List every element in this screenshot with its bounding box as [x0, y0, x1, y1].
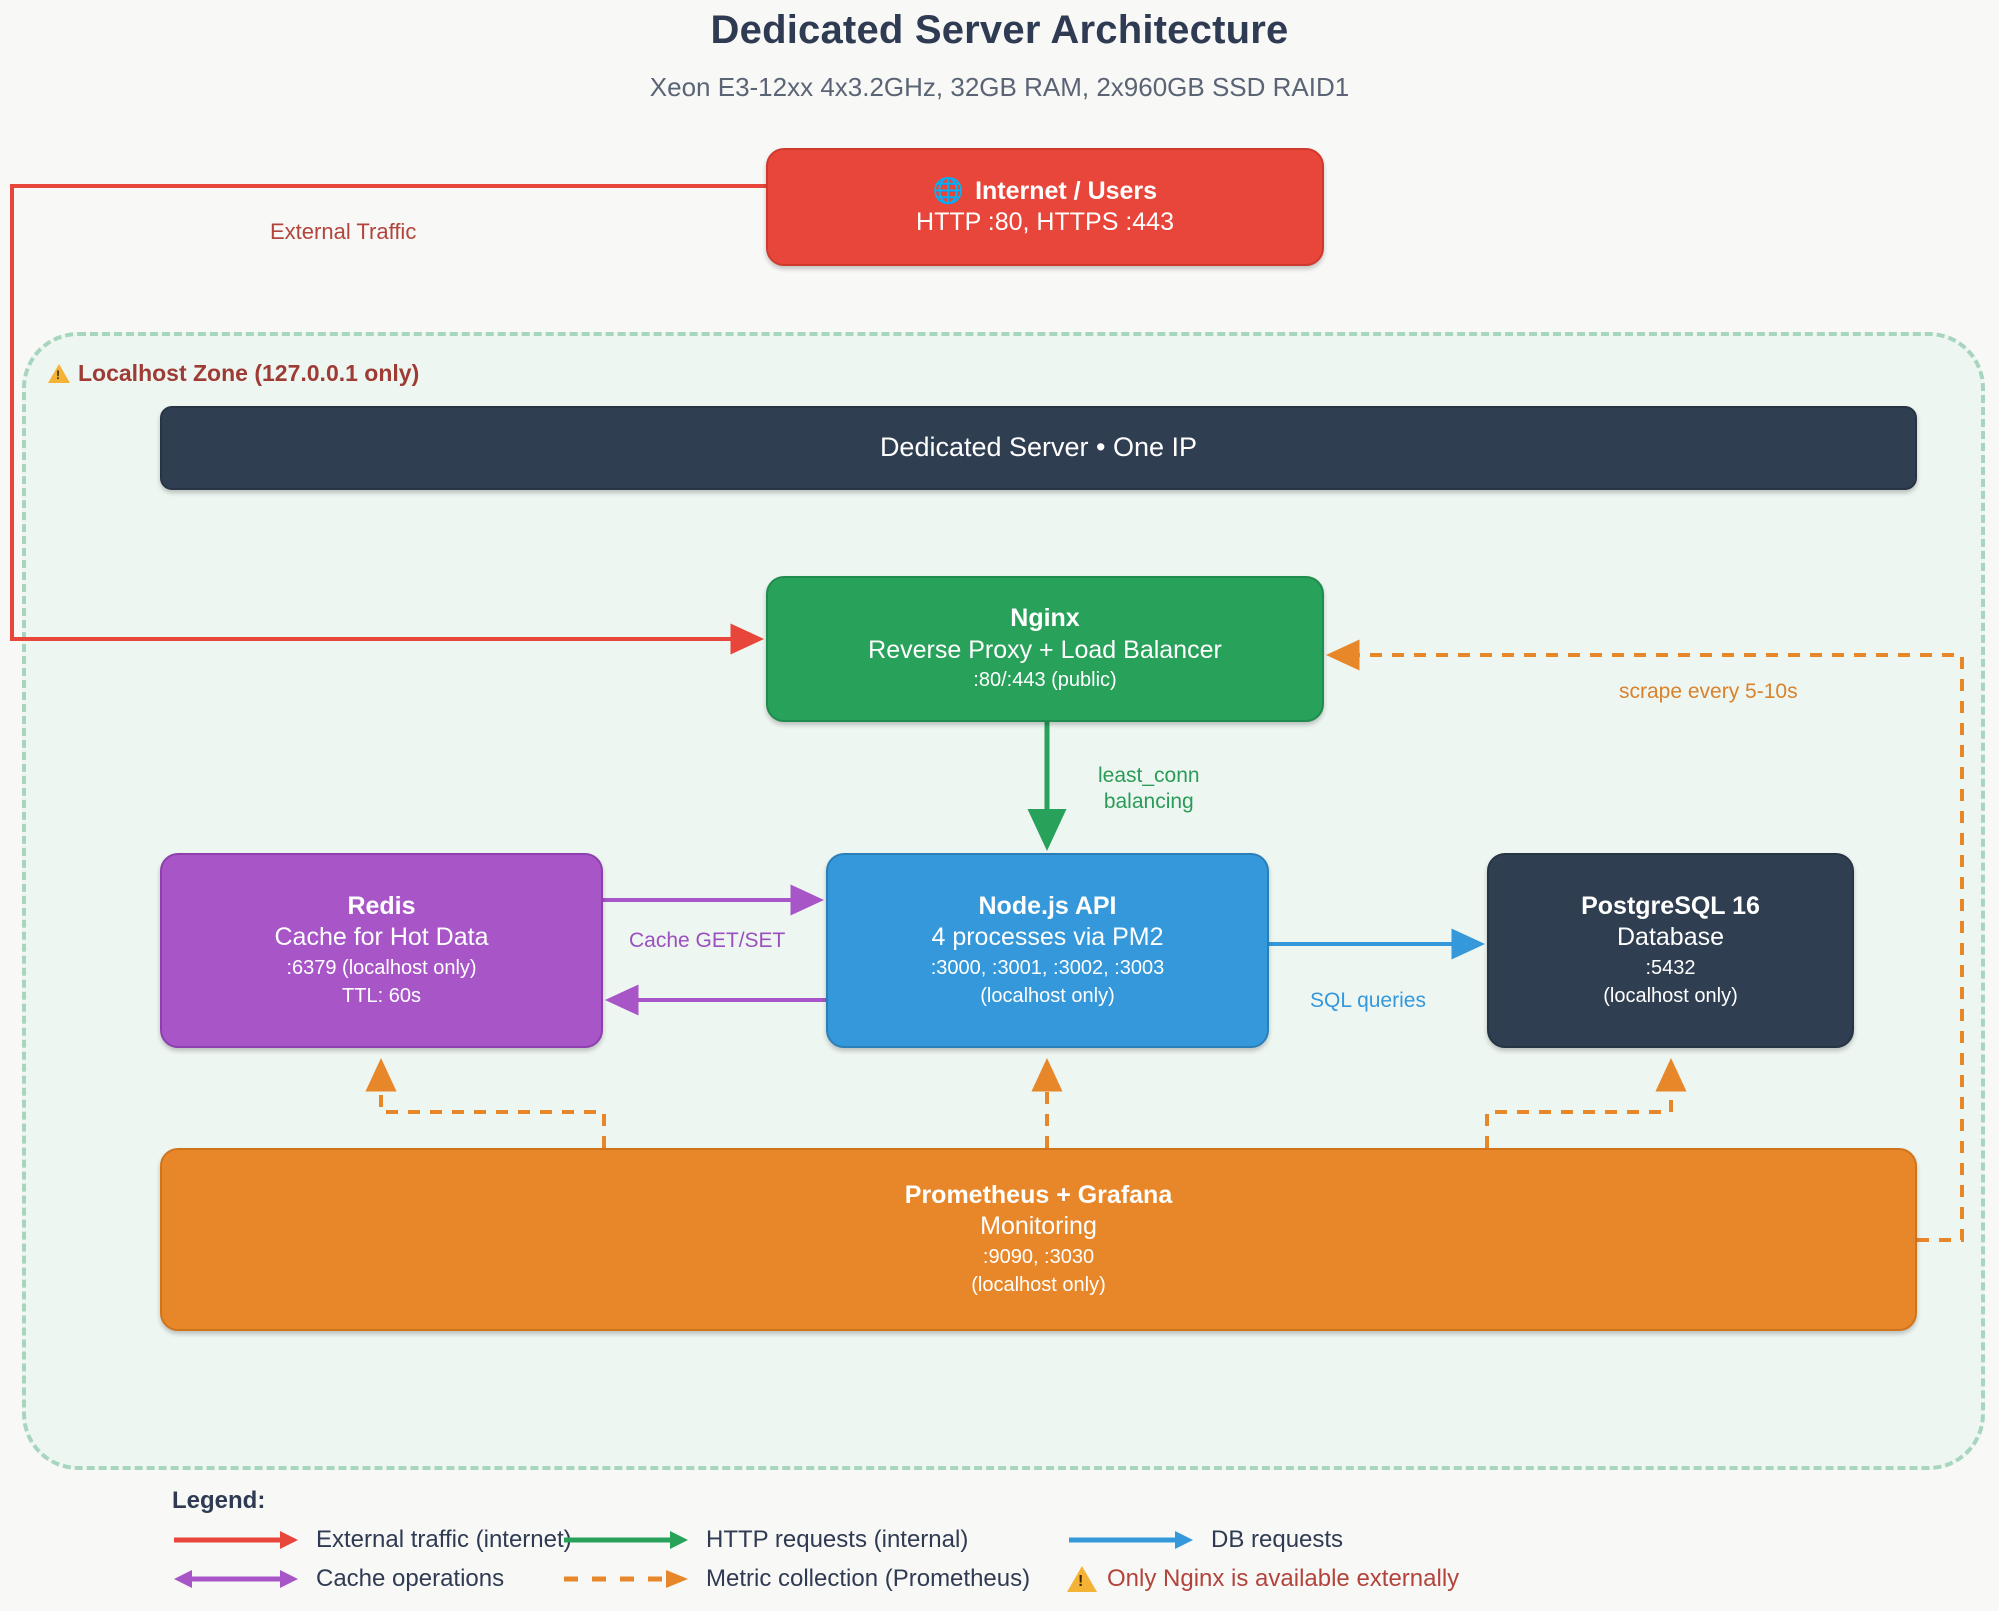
node-nginx-role: Reverse Proxy + Load Balancer — [868, 635, 1222, 664]
node-postgres-scope: (localhost only) — [1603, 985, 1738, 1007]
legend-label: Metric collection (Prometheus) — [706, 1565, 1031, 1592]
node-internet-ports: HTTP :80, HTTPS :443 — [916, 208, 1174, 236]
edge-label-scrape-interval: scrape every 5-10s — [1619, 680, 1798, 703]
node-postgres-role: Database — [1616, 923, 1725, 952]
node-nodeapi-scope: (localhost only) — [980, 985, 1115, 1007]
node-redis-title: Redis — [347, 891, 416, 920]
node-nginx-title: Nginx — [1010, 604, 1080, 633]
localhost-zone-label-text: Localhost Zone (127.0.0.1 only) — [78, 360, 420, 386]
arrow-right-icon — [172, 1529, 300, 1551]
warning-triangle-icon — [1067, 1566, 1097, 1592]
node-nodeapi-ports: :3000, :3001, :3002, :3003 — [930, 956, 1165, 979]
node-server-bar-title: Dedicated Server • One IP — [879, 432, 1198, 463]
edge-label-least-conn: least_conn balancing — [1098, 764, 1200, 814]
node-monitoring-title: Prometheus + Grafana — [904, 1180, 1173, 1209]
node-monitoring-scope: (localhost only) — [971, 1274, 1106, 1296]
node-redis-role: Cache for Hot Data — [274, 923, 489, 952]
warning-triangle-icon — [48, 364, 70, 383]
arrow-right-icon — [562, 1529, 690, 1551]
node-monitoring[interactable]: Prometheus + Grafana Monitoring :9090, :… — [160, 1148, 1917, 1331]
legend-label: Only Nginx is available externally — [1107, 1565, 1460, 1592]
node-internet-title: Internet / Users — [975, 176, 1158, 205]
page-title: Dedicated Server Architecture — [710, 8, 1289, 52]
legend-item-metric-collection: Metric collection (Prometheus) — [562, 1565, 1067, 1593]
localhost-zone-label: Localhost Zone (127.0.0.1 only) — [48, 360, 419, 387]
node-nodeapi-role: 4 processes via PM2 — [931, 923, 1164, 952]
legend-item-cache-operations: Cache operations — [172, 1565, 562, 1593]
legend-title: Legend: — [172, 1487, 266, 1514]
node-redis-ttl: TTL: 60s — [342, 985, 421, 1007]
node-redis-ports: :6379 (localhost only) — [286, 956, 477, 979]
arrow-right-icon — [1067, 1529, 1195, 1551]
node-nginx[interactable]: Nginx Reverse Proxy + Load Balancer :80/… — [766, 576, 1324, 722]
globe-icon: 🌐 — [932, 176, 965, 205]
node-nodejs-api[interactable]: Node.js API 4 processes via PM2 :3000, :… — [826, 853, 1269, 1048]
legend-label: HTTP requests (internal) — [706, 1526, 969, 1553]
legend-item-external-traffic: External traffic (internet) — [172, 1526, 572, 1554]
node-postgresql[interactable]: PostgreSQL 16 Database :5432 (localhost … — [1487, 853, 1854, 1048]
node-postgres-title: PostgreSQL 16 — [1581, 891, 1760, 920]
node-redis[interactable]: Redis Cache for Hot Data :6379 (localhos… — [160, 853, 603, 1048]
arrow-both-icon — [172, 1568, 300, 1590]
legend-item-nginx-external-warning: Only Nginx is available externally — [1067, 1565, 1892, 1593]
legend-label: External traffic (internet) — [316, 1526, 572, 1553]
edge-label-cache-ops: Cache GET/SET — [629, 929, 786, 952]
legend-item-db-requests: DB requests — [1067, 1526, 1892, 1554]
node-dedicated-server-bar: Dedicated Server • One IP — [160, 406, 1917, 490]
legend-label: DB requests — [1211, 1526, 1344, 1553]
legend-label: Cache operations — [316, 1565, 505, 1592]
edge-label-external-traffic: External Traffic — [270, 219, 417, 244]
legend: Legend: External traffic (internet) HTTP… — [172, 1487, 1892, 1593]
page-subtitle: Xeon E3-12xx 4x3.2GHz, 32GB RAM, 2x960GB… — [649, 72, 1350, 102]
legend-item-http-requests: HTTP requests (internal) — [562, 1526, 1067, 1554]
node-monitoring-ports: :9090, :3030 — [982, 1245, 1095, 1268]
node-nginx-ports: :80/:443 (public) — [973, 669, 1117, 692]
edge-label-sql-queries: SQL queries — [1310, 989, 1426, 1012]
legend-grid: External traffic (internet) HTTP request… — [172, 1526, 1892, 1593]
dashed-arrow-right-icon — [562, 1568, 690, 1590]
node-monitoring-role: Monitoring — [980, 1212, 1097, 1241]
node-nodeapi-title: Node.js API — [978, 891, 1117, 920]
node-postgres-ports: :5432 — [1645, 956, 1696, 979]
node-internet-users[interactable]: 🌐 Internet / Users HTTP :80, HTTPS :443 — [766, 148, 1324, 266]
